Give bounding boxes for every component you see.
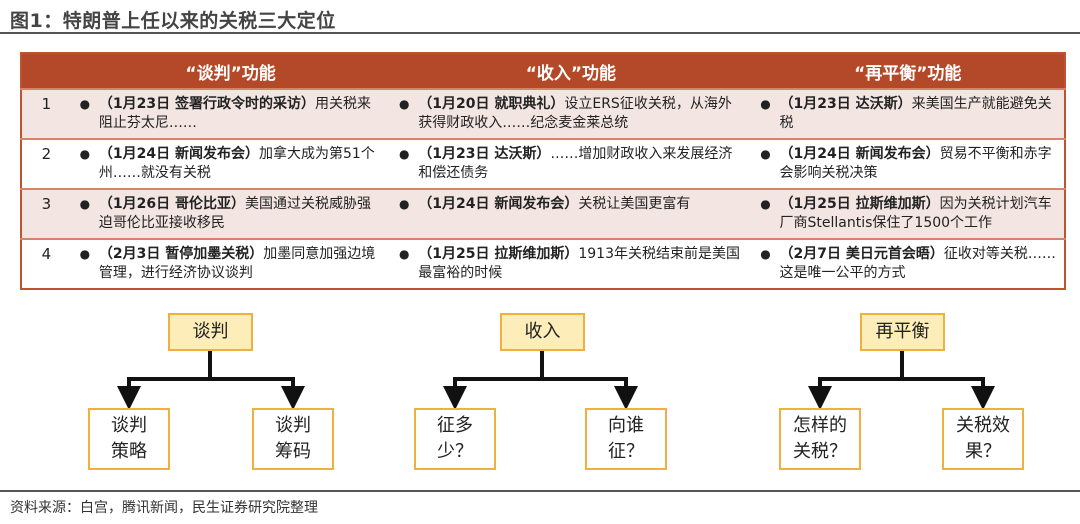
diagram-root-box: 再平衡 — [860, 313, 945, 351]
cell-quote: 用关税来阻止芬太尼…… — [98, 96, 371, 131]
table-cell: （1月26日 哥伦比亚）美国通过关税威胁强迫哥伦比亚接收移民 — [70, 188, 391, 239]
header-rebalance: “再平衡”功能 — [751, 53, 1065, 89]
cell-event: （1月24日 新闻发布会） — [779, 146, 940, 162]
table-cell: （1月20日 就职典礼）设立ERS征收关税，从海外获得财政收入……纪念麦金莱总统 — [390, 88, 752, 139]
cell-text: （1月25日 拉斯维加斯）因为关税计划汽车厂商Stellantis保住了1500… — [780, 195, 1056, 233]
cell-quote: 加墨同意加强边境管理，进行经济协议谈判 — [98, 246, 376, 281]
cell-event: （1月25日 拉斯维加斯） — [779, 196, 940, 212]
table-cell: （1月25日 拉斯维加斯）1913年关税结束前是美国最富裕的时候 — [390, 238, 752, 289]
row-number: 3 — [21, 188, 71, 239]
diagram-child-box: 谈判 筹码 — [252, 408, 334, 470]
table-cell: （1月23日 达沃斯）来美国生产就能避免关税 — [751, 88, 1065, 139]
cell-text: （1月23日 达沃斯）来美国生产就能避免关税 — [780, 95, 1056, 133]
cell-text: （2月7日 美日元首会晤）征收对等关税……这是唯一公平的方式 — [780, 245, 1056, 283]
diagram-root-box: 收入 — [500, 313, 585, 351]
footer-divider — [0, 490, 1080, 492]
cell-quote: 加拿大成为第51个州……就没有关税 — [98, 146, 375, 181]
tariff-function-table: “谈判”功能 “收入”功能 “再平衡”功能 1 （1月23日 签署行政令时的采访）… — [20, 52, 1066, 290]
table-row: 4 （2月3日 暂停加墨关税）加墨同意加强边境管理，进行经济协议谈判 （1月25日 … — [21, 238, 1065, 289]
diagram-child-box: 谈判 策略 — [88, 408, 170, 470]
row-number: 2 — [21, 138, 71, 189]
cell-quote: 征收对等关税……这是唯一公平的方式 — [779, 246, 1056, 281]
cell-text: （1月20日 就职典礼）设立ERS征收关税，从海外获得财政收入……纪念麦金莱总统 — [418, 95, 743, 133]
cell-text: （1月24日 新闻发布会）关税让美国更富有 — [418, 195, 690, 214]
table-cell: （1月24日 新闻发布会）关税让美国更富有 — [390, 188, 752, 239]
table-cell: （1月24日 新闻发布会）加拿大成为第51个州……就没有关税 — [70, 138, 391, 189]
table-row: 1 （1月23日 签署行政令时的采访）用关税来阻止芬太尼…… （1月20日 就职典礼… — [21, 88, 1065, 139]
cell-event: （2月7日 美日元首会晤） — [779, 246, 944, 262]
table-cell: （1月24日 新闻发布会）贸易不平衡和赤字会影响关税决策 — [751, 138, 1065, 189]
cell-text: （1月24日 新闻发布会）贸易不平衡和赤字会影响关税决策 — [780, 145, 1056, 183]
cell-event: （1月26日 哥伦比亚） — [98, 196, 245, 212]
table-cell: （2月3日 暂停加墨关税）加墨同意加强边境管理，进行经济协议谈判 — [70, 238, 391, 289]
cell-text: （1月25日 拉斯维加斯）1913年关税结束前是美国最富裕的时候 — [418, 245, 743, 283]
diagram-child-box: 怎样的 关税？ — [779, 408, 861, 470]
diagram-root-box: 谈判 — [168, 313, 253, 351]
cell-event: （1月25日 拉斯维加斯） — [418, 246, 579, 262]
source-note: 资料来源：白宫，腾讯新闻，民生证券研究院整理 — [10, 500, 318, 516]
cell-quote: 因为关税计划汽车厂商Stellantis保住了1500个工作 — [779, 196, 1052, 231]
diagram-child-box: 向谁 征？ — [585, 408, 667, 470]
cell-quote: 1913年关税结束前是美国最富裕的时候 — [418, 246, 740, 281]
title-divider — [0, 32, 1080, 34]
cell-text: （1月23日 达沃斯）……增加财政收入来发展经济和偿还债务 — [418, 145, 743, 183]
cell-quote: ……增加财政收入来发展经济和偿还债务 — [418, 146, 733, 181]
cell-quote: 关税让美国更富有 — [578, 196, 691, 212]
cell-event: （1月24日 新闻发布会） — [418, 196, 579, 212]
cell-event: （1月23日 达沃斯） — [418, 146, 551, 162]
row-number: 1 — [21, 88, 71, 139]
cell-event: （1月24日 新闻发布会） — [98, 146, 259, 162]
cell-event: （2月3日 暂停加墨关税） — [98, 246, 264, 262]
cell-text: （2月3日 暂停加墨关税）加墨同意加强边境管理，进行经济协议谈判 — [99, 245, 382, 283]
cell-event: （1月20日 就职典礼） — [418, 96, 565, 112]
cell-quote: 设立ERS征收关税，从海外获得财政收入……纪念麦金莱总统 — [418, 96, 732, 131]
cell-quote: 贸易不平衡和赤字会影响关税决策 — [779, 146, 1052, 181]
header-revenue: “收入”功能 — [390, 53, 752, 89]
table-cell: （2月7日 美日元首会晤）征收对等关税……这是唯一公平的方式 — [751, 238, 1065, 289]
header-negotiation: “谈判”功能 — [70, 53, 391, 89]
cell-event: （1月23日 达沃斯） — [779, 96, 912, 112]
cell-text: （1月26日 哥伦比亚）美国通过关税威胁强迫哥伦比亚接收移民 — [99, 195, 382, 233]
table-cell: （1月23日 签署行政令时的采访）用关税来阻止芬太尼…… — [70, 88, 391, 139]
diagram-child-box: 关税效 果？ — [942, 408, 1024, 470]
cell-event: （1月23日 签署行政令时的采访） — [98, 96, 315, 112]
table-row: 3 （1月26日 哥伦比亚）美国通过关税威胁强迫哥伦比亚接收移民 （1月24日 新闻… — [21, 188, 1065, 239]
header-spacer — [21, 53, 71, 89]
cell-text: （1月23日 签署行政令时的采访）用关税来阻止芬太尼…… — [99, 95, 382, 133]
table-cell: （1月23日 达沃斯）……增加财政收入来发展经济和偿还债务 — [390, 138, 752, 189]
table-cell: （1月25日 拉斯维加斯）因为关税计划汽车厂商Stellantis保住了1500… — [751, 188, 1065, 239]
cell-text: （1月24日 新闻发布会）加拿大成为第51个州……就没有关税 — [99, 145, 382, 183]
figure-title: 图1：特朗普上任以来的关税三大定位 — [10, 10, 336, 32]
cell-quote: 来美国生产就能避免关税 — [779, 96, 1052, 131]
table-row: 2（1月24日 新闻发布会）加拿大成为第51个州……就没有关税（1月23日 达沃… — [21, 138, 1065, 189]
diagram-child-box: 征多 少？ — [414, 408, 496, 470]
row-number: 4 — [21, 238, 71, 289]
cell-quote: 美国通过关税威胁强迫哥伦比亚接收移民 — [98, 196, 371, 231]
